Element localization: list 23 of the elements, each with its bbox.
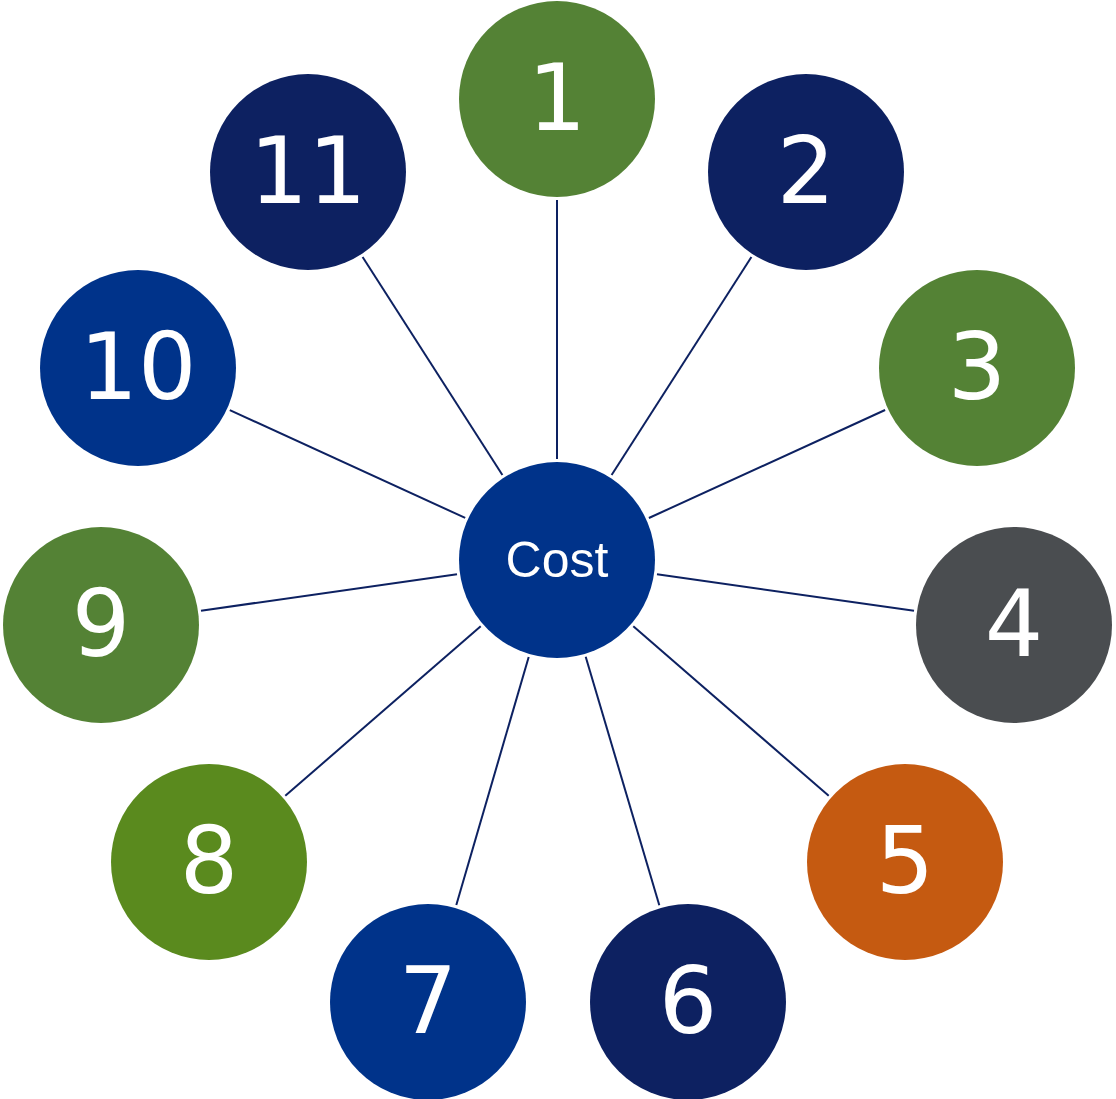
number-label: 1 (527, 53, 587, 145)
number-label: 9 (71, 579, 131, 671)
number-label: 8 (179, 816, 239, 908)
connector-line (584, 655, 661, 907)
connector-line (284, 625, 482, 797)
number-label: 6 (658, 956, 718, 1048)
number-label: 7 (398, 956, 458, 1048)
connector-line (556, 199, 558, 460)
connector-line (647, 409, 887, 519)
connector-line (200, 573, 458, 612)
number-label: 5 (875, 816, 935, 908)
connector-line (656, 573, 915, 612)
number-label: 2 (776, 126, 836, 218)
connector-line (455, 656, 530, 906)
number-label: 11 (249, 126, 367, 218)
number-label: 4 (984, 579, 1044, 671)
connector-line (632, 625, 830, 797)
number-label: 3 (947, 322, 1007, 414)
connector-line (228, 409, 467, 519)
center-label: Cost (505, 535, 609, 585)
connector-line (361, 256, 504, 476)
number-label: 10 (79, 322, 197, 414)
connector-line (610, 256, 753, 476)
